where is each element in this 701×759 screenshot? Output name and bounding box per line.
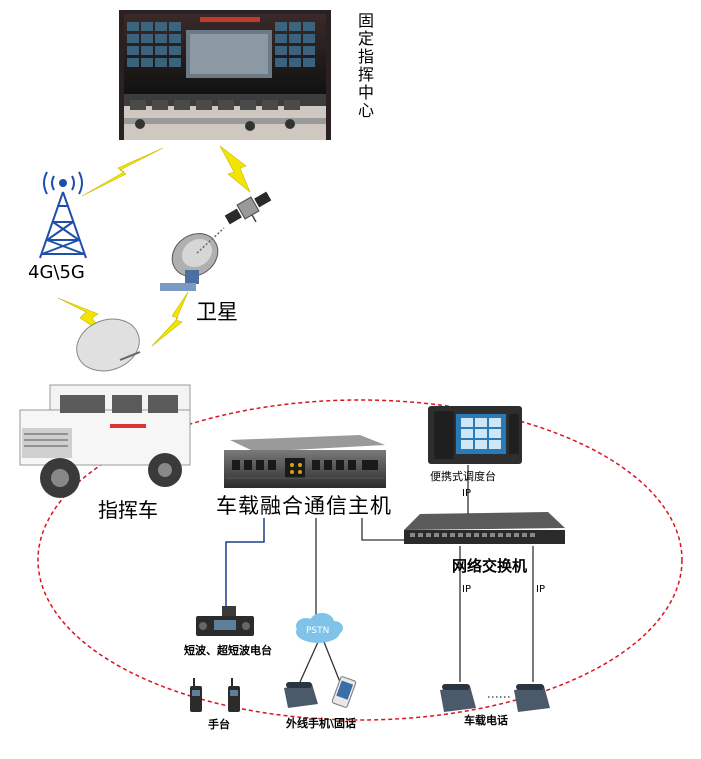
vehicle-image: [19, 318, 191, 498]
dispatch-console-image: [428, 406, 522, 464]
label-switch: 网络交换机: [452, 557, 528, 575]
host-device-image: [224, 435, 386, 488]
label-car-phone: 车载电话: [464, 714, 508, 727]
lightning-center-satellite: [219, 145, 251, 193]
label-pstn: PSTN: [306, 626, 330, 636]
tower-icon: [39, 171, 87, 259]
label-tower: 4G\5G: [28, 262, 85, 283]
command-center-image: [119, 10, 331, 140]
label-radio: 短波、超短波电台: [184, 644, 272, 657]
car-phone-right-icon: [514, 684, 550, 712]
label-command-center: 固定指挥中心: [355, 12, 374, 120]
label-switch-ip-left: IP: [462, 584, 471, 595]
handheld-radio-icon: [190, 678, 240, 712]
label-dispatch-ip: IP: [462, 488, 471, 499]
label-switch-ip-right: IP: [536, 584, 545, 595]
network-boundary: [37, 399, 683, 721]
radio-icon: [196, 606, 254, 636]
link-host-radio: [225, 518, 265, 608]
car-phone-left-icon: [440, 684, 476, 712]
dish-icon: [160, 227, 225, 291]
mobile-phone-icon: [331, 676, 357, 708]
label-vehicle: 指挥车: [98, 498, 158, 522]
connection-lines: [299, 465, 534, 698]
lightning-center-tower: [81, 147, 164, 197]
label-handheld: 手台: [208, 718, 230, 731]
desk-phone-icon: [284, 682, 318, 708]
label-external: 外线手机\固话: [286, 717, 357, 730]
link-host-switch: [361, 518, 404, 541]
link-pstn-mobile: [323, 641, 341, 683]
switch-image: [404, 512, 565, 544]
label-satellite: 卫星: [196, 300, 238, 324]
label-dispatch: 便携式调度台: [430, 470, 496, 483]
label-host: 车载融合通信主机: [216, 494, 392, 518]
satellite-icon: [224, 191, 272, 225]
pstn-cloud-icon: [296, 613, 343, 643]
link-pstn-phone: [299, 641, 319, 683]
lightning-satellite-vehicle: [151, 291, 189, 347]
